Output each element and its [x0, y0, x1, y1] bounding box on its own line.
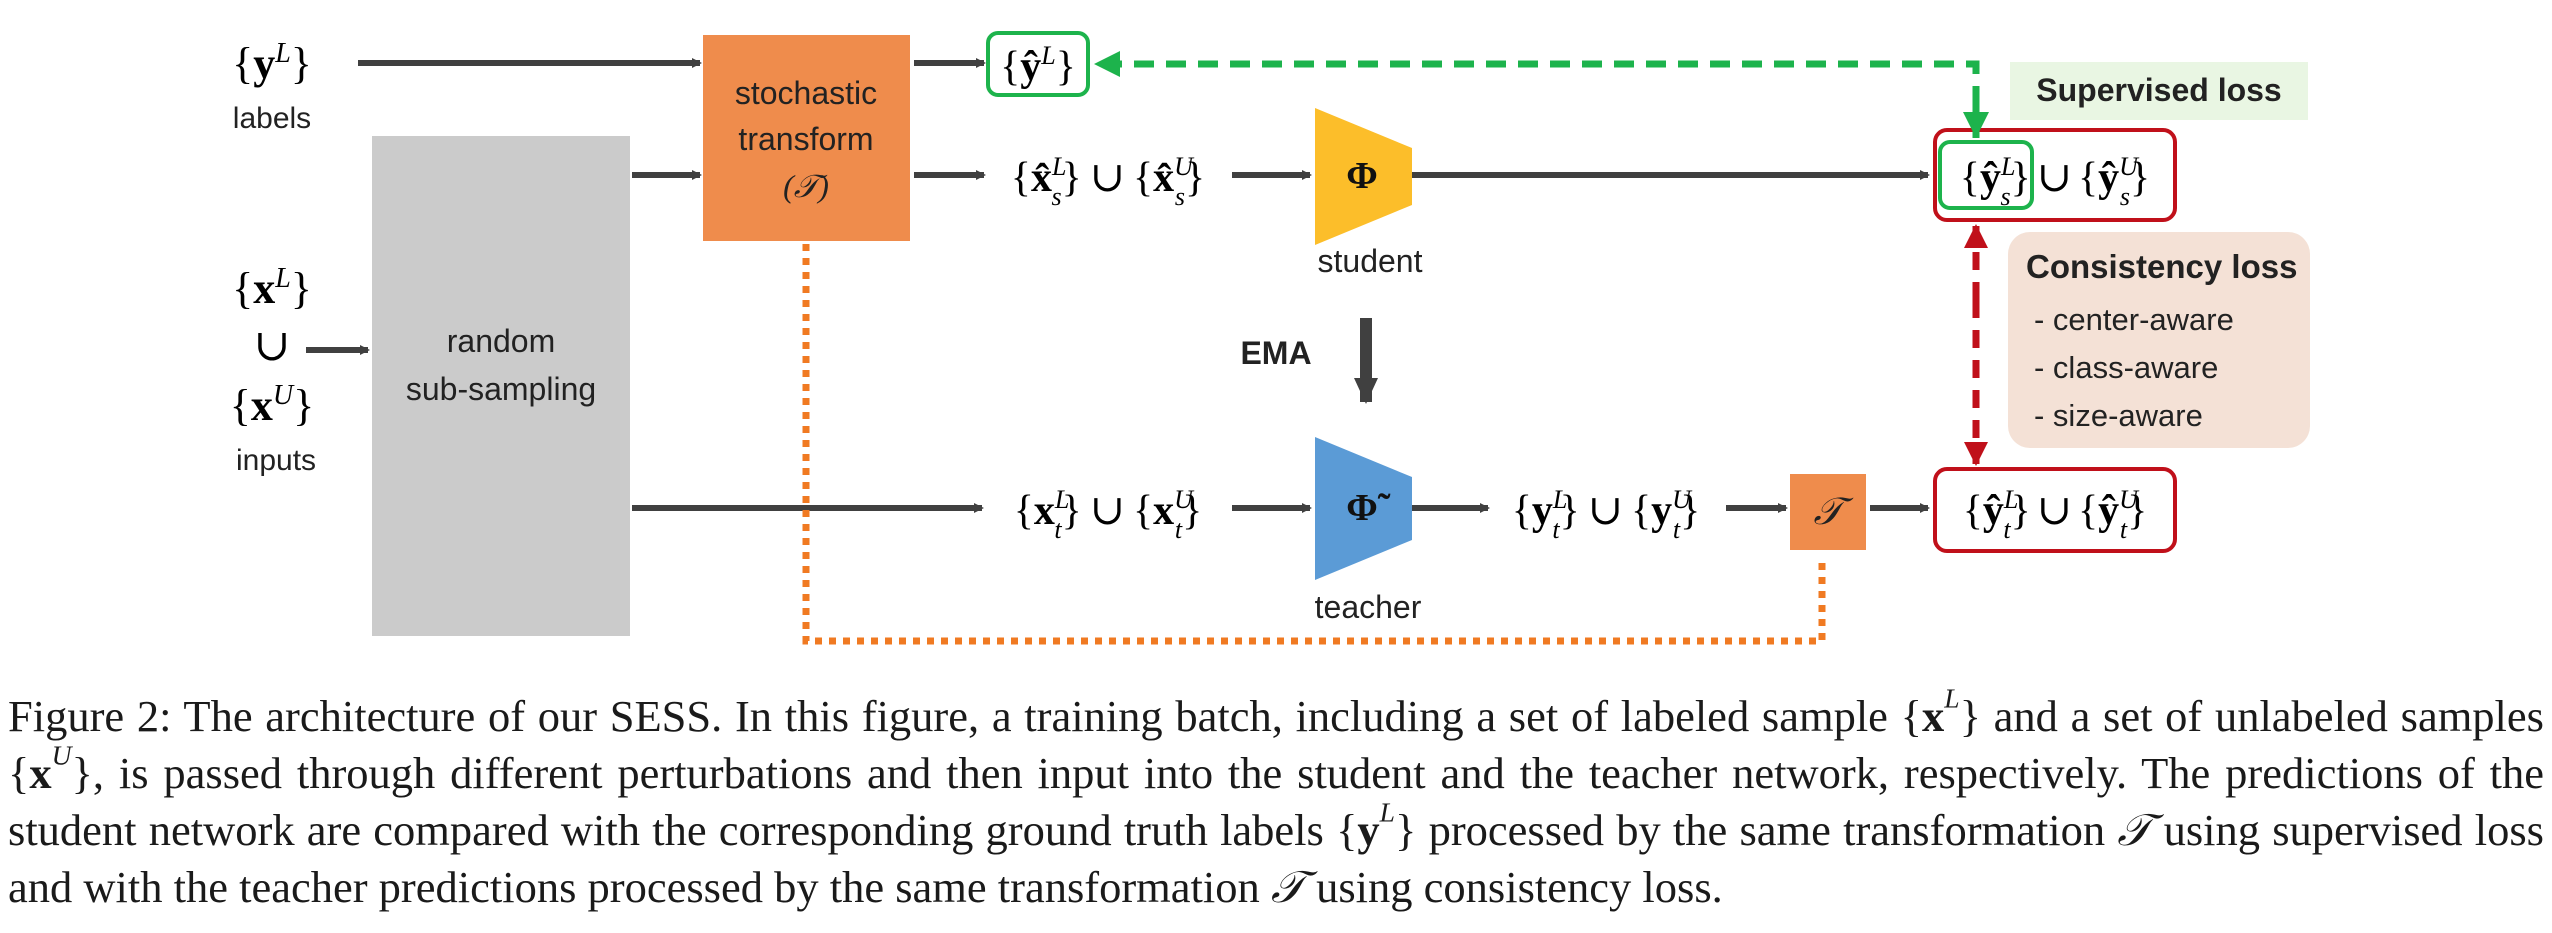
ema-label: EMA: [1240, 335, 1311, 371]
svg-text:{yL}: {yL}: [232, 38, 312, 88]
phi-symbol: Φ: [1346, 155, 1378, 197]
stochastic-label-line1: stochastic: [735, 75, 877, 111]
svg-text:{ŷLs}∪{ŷUs}: {ŷLs}∪{ŷUs}: [1960, 152, 2150, 211]
caption-symbol-xL: {xL}: [1900, 682, 1981, 741]
caption-symbol-yL: {yL}: [1336, 796, 1417, 855]
caption-part-1: Figure 2: The architecture of our SESS. …: [8, 691, 1901, 741]
teacher-network: [1315, 437, 1412, 580]
caption-part-2: and a set of unlabeled samples: [1980, 691, 2544, 741]
student-label: student: [1318, 243, 1423, 279]
flow-arrows: [306, 58, 1930, 513]
consistency-loss-title: Consistency loss: [2026, 248, 2297, 285]
transform-small-box: [1790, 474, 1866, 550]
random-subsampling-box: [372, 136, 630, 636]
svg-text:{xL}: {xL}: [232, 263, 312, 313]
caption-part-3: , is passed through different perturbati…: [8, 748, 2544, 855]
caption-symbol-T1: 𝒯: [2117, 805, 2152, 856]
consistency-item-center: - center-aware: [2034, 302, 2234, 337]
consistency-item-size: - size-aware: [2034, 398, 2203, 433]
transform-shared-connector: [802, 244, 1826, 645]
inputs-set: {xL} ∪ {xU} inputs: [230, 263, 316, 477]
labels-set: {yL} labels: [232, 38, 312, 135]
student-supervised-part: [1938, 140, 2034, 210]
supervised-loss-connector: [1094, 51, 1980, 138]
caption-part-5: using supervised loss and with the teach…: [8, 805, 2544, 912]
yhat-L-box: {ŷL}: [986, 31, 1090, 97]
random-label-line2: sub-sampling: [406, 371, 596, 407]
labels-caption: labels: [233, 102, 311, 135]
stochastic-label-line2: transform: [738, 121, 873, 157]
caption-part-6: using consistency loss.: [1304, 862, 1723, 912]
svg-text:{ŷLt}∪{ŷUt}: {ŷLt}∪{ŷUt}: [1963, 485, 2148, 544]
supervised-loss-badge: [2010, 62, 2308, 120]
supervised-loss-title: Supervised loss: [2036, 72, 2281, 108]
stochastic-label-line3: (𝒯): [783, 168, 829, 204]
stochastic-transform-box: [703, 35, 910, 241]
caption-symbol-xU: {xU}: [8, 739, 93, 798]
caption-symbol-T2: 𝒯: [1270, 862, 1305, 913]
inputs-caption: inputs: [236, 444, 316, 477]
caption-part-4: processed by the same transformation: [1416, 805, 2118, 855]
figure-caption: Figure 2: The architecture of our SESS. …: [8, 682, 2544, 916]
student-network: [1315, 108, 1412, 245]
svg-text:{ŷL}: {ŷL}: [1000, 41, 1076, 90]
consistency-loss-panel: [2008, 232, 2310, 448]
consistency-item-class: - class-aware: [2034, 350, 2218, 385]
teacher-label: teacher: [1315, 589, 1422, 625]
svg-text:{xU}: {xU}: [230, 380, 314, 430]
architecture-diagram: {yL} labels {xL} ∪ {xU} inputs random su…: [230, 31, 2310, 645]
random-label-line1: random: [447, 323, 556, 359]
union-symbol: ∪: [254, 321, 291, 370]
